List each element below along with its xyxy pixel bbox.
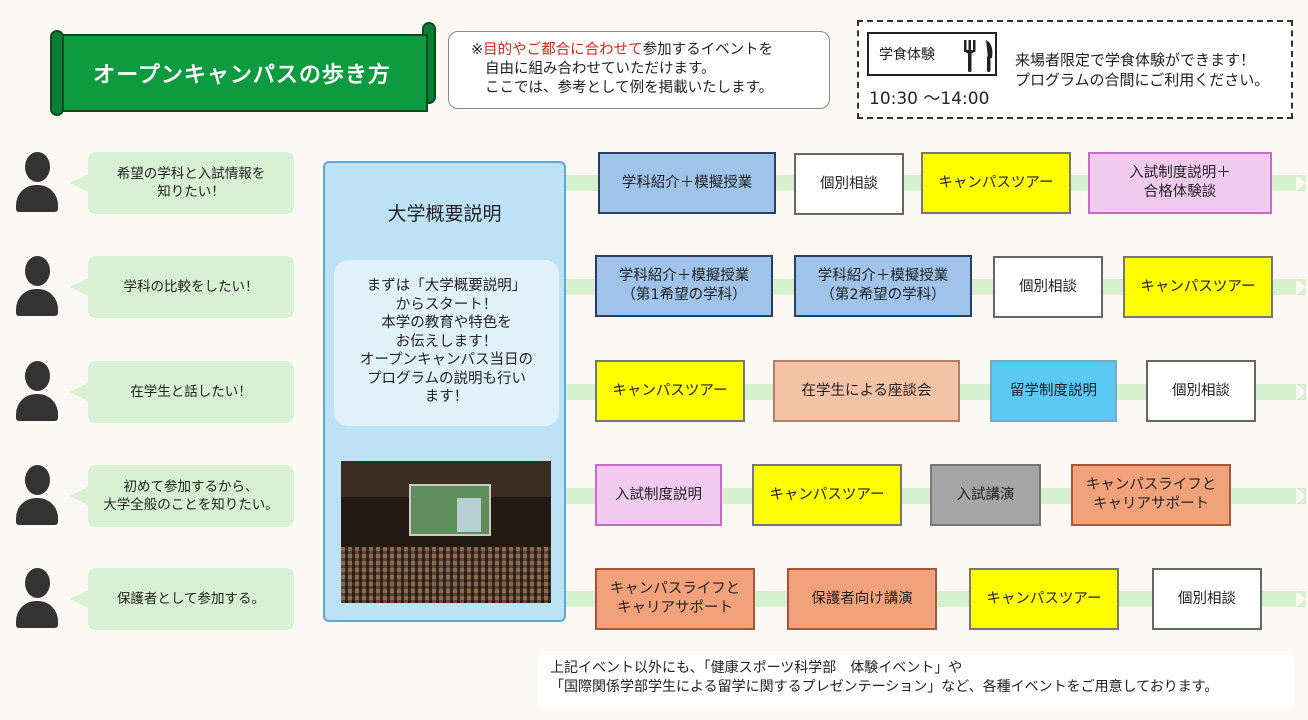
event-card: 入試講演: [930, 464, 1041, 526]
overview-line: プログラムの説明も行い: [366, 370, 527, 387]
person-icon: [16, 465, 58, 525]
event-card: 個別相談: [1152, 568, 1262, 630]
overview-line: 本学の教育や特色を: [381, 315, 512, 331]
event-card: 個別相談: [794, 153, 904, 215]
event-label: キャンパスツアー: [1140, 278, 1256, 295]
cafeteria-badge: 学食体験: [867, 32, 997, 76]
event-label: キャンパスツアー: [938, 174, 1054, 191]
event-label: キャンパスライフと: [609, 581, 741, 597]
event-card: 学科紹介＋模擬授業 （第2希望の学科）: [794, 255, 972, 317]
overview-line: お伝えします！: [395, 333, 498, 350]
event-card: 保護者向け講演: [787, 568, 937, 630]
event-card: 入試制度説明: [595, 464, 722, 526]
intro-prefix: ※: [471, 42, 484, 58]
event-card: キャンパスライフとキャリアサポート: [595, 568, 755, 630]
route-row: 希望の学科と入試情報を知りたい！ 学科紹介＋模擬授業 個別相談 キャンパスツアー…: [0, 151, 1308, 215]
route-row: 学科の比較をしたい！ 学科紹介＋模擬授業 （第1希望の学科） 学科紹介＋模擬授業 （…: [0, 255, 1308, 319]
person-icon: [16, 361, 58, 421]
event-card: キャンパスツアー: [752, 464, 902, 526]
page-title: オープンキャンパスの歩き方: [56, 34, 428, 112]
event-card: 留学制度説明: [990, 360, 1117, 422]
event-label: キャンパスツアー: [986, 590, 1102, 607]
bubble-line: 保護者として参加する。: [116, 591, 266, 607]
event-label: 保護者向け講演: [811, 590, 913, 607]
visitor-goal-bubble: 希望の学科と入試情報を知りたい！: [70, 152, 294, 214]
intro-highlight: 目的やご都合に合わせて: [483, 42, 643, 58]
footer-note: 上記イベント以外にも、「健康スポーツ科学部 体験イベント」や 「国際関係学部学生…: [538, 655, 1294, 709]
event-label: キャンパスツアー: [612, 382, 728, 399]
cafeteria-info: 学食体験 10:30 ～14:00 来場者限定で学食体験ができます！ プログラム…: [857, 20, 1293, 119]
event-card: 在学生による座談会: [773, 360, 960, 422]
intro-line2: 自由に組み合わせていただけます。: [485, 61, 716, 77]
cafeteria-line1: 来場者限定で学食体験ができます！: [1015, 51, 1256, 69]
event-label: キャンパスライフと: [1085, 477, 1217, 493]
event-label: 合格体験談: [1143, 184, 1217, 200]
event-label: 入試制度説明: [615, 486, 702, 503]
event-label: 留学制度説明: [1010, 382, 1097, 399]
route-row: 初めて参加するから、大学全般のことを知りたい。 入試制度説明 キャンパスツアー …: [0, 464, 1308, 528]
bubble-line: 希望の学科と入試情報を: [116, 166, 266, 182]
scroll-curl-left: [50, 30, 64, 116]
overview-title: 大学概要説明: [387, 203, 502, 225]
overview-line: オープンキャンパス当日の: [359, 352, 534, 368]
event-label: キャリアサポート: [1093, 496, 1209, 512]
overview-line: まずは「大学概要説明」: [366, 278, 527, 294]
event-label: 学科紹介＋模擬授業: [621, 174, 753, 191]
event-label: 個別相談: [1019, 278, 1077, 295]
event-card: キャンパスツアー: [921, 152, 1071, 214]
footer-line2: 「国際関係学部学生による留学に関するプレゼンテーション」など、各種イベントをご用…: [550, 679, 1219, 695]
intro-line1-rest: 参加するイベントを: [642, 42, 774, 58]
bubble-line: 在学生と話したい！: [130, 384, 252, 400]
person-icon: [16, 152, 58, 212]
event-label: 個別相談: [1172, 382, 1230, 399]
intro-note: ※目的やご都合に合わせて参加するイベントを 自由に組み合わせていただけます。 こ…: [448, 31, 830, 109]
event-label: 個別相談: [820, 175, 878, 192]
cafeteria-badge-label: 学食体験: [879, 47, 935, 63]
event-card: 学科紹介＋模擬授業: [598, 152, 776, 214]
auditorium-photo: [341, 461, 551, 603]
event-label: キャリアサポート: [617, 600, 733, 616]
route-row: 保護者として参加する。 キャンパスライフとキャリアサポート 保護者向け講演 キャ…: [0, 567, 1308, 631]
visitor-goal-bubble: 初めて参加するから、大学全般のことを知りたい。: [70, 465, 294, 527]
visitor-goal-bubble: 保護者として参加する。: [70, 568, 294, 630]
event-label: 学科紹介＋模擬授業: [618, 268, 750, 284]
cafeteria-line2: プログラムの合間にご利用ください。: [1015, 71, 1270, 89]
person-icon: [16, 568, 58, 628]
event-label: キャンパスツアー: [769, 486, 885, 503]
page-title-banner: オープンキャンパスの歩き方: [50, 22, 436, 118]
event-label: （第1希望の学科）: [621, 287, 747, 303]
bubble-line: 知りたい！: [157, 184, 225, 200]
event-label: 学科紹介＋模擬授業: [817, 268, 949, 284]
fork-knife-icon: [964, 40, 993, 72]
route-row: 在学生と話したい！ キャンパスツアー 在学生による座談会 留学制度説明 個別相談: [0, 360, 1308, 424]
university-overview-panel: 大学概要説明 まずは「大学概要説明」 からスタート！ 本学の教育や特色を お伝え…: [323, 161, 566, 622]
event-card: キャンパスツアー: [1123, 256, 1273, 318]
event-card: 個別相談: [1146, 360, 1256, 422]
overview-line: からスタート！: [395, 296, 498, 313]
event-card: キャンパスツアー: [595, 360, 745, 422]
bubble-line: 大学全般のことを知りたい。: [103, 497, 279, 513]
event-card: キャンパスツアー: [969, 568, 1119, 630]
intro-line3: ここでは、参考として例を掲載いたします。: [485, 80, 774, 96]
visitor-goal-bubble: 在学生と話したい！: [70, 361, 294, 423]
person-icon: [16, 256, 58, 316]
event-card: キャンパスライフとキャリアサポート: [1071, 464, 1231, 526]
event-label: 入試制度説明＋: [1129, 165, 1231, 181]
overview-line: ます！: [424, 389, 469, 405]
event-card: 個別相談: [993, 256, 1103, 318]
event-label: （第2希望の学科）: [820, 287, 946, 303]
event-label: 個別相談: [1178, 590, 1236, 607]
event-card: 学科紹介＋模擬授業 （第1希望の学科）: [595, 255, 773, 317]
footer-line1: 上記イベント以外にも、「健康スポーツ科学部 体験イベント」や: [550, 660, 963, 676]
bubble-line: 学科の比較をしたい！: [123, 279, 259, 295]
event-card: 入試制度説明＋ 合格体験談: [1088, 152, 1272, 214]
overview-description: まずは「大学概要説明」 からスタート！ 本学の教育や特色を お伝えします！ オー…: [334, 260, 559, 426]
visitor-goal-bubble: 学科の比較をしたい！: [70, 256, 294, 318]
cafeteria-time: 10:30 ～14:00: [869, 89, 990, 109]
event-label: 在学生による座談会: [801, 382, 932, 399]
event-label: 入試講演: [956, 486, 1015, 503]
cafeteria-description: 来場者限定で学食体験ができます！ プログラムの合間にご利用ください。: [1015, 50, 1269, 90]
bubble-line: 初めて参加するから、: [123, 479, 259, 495]
